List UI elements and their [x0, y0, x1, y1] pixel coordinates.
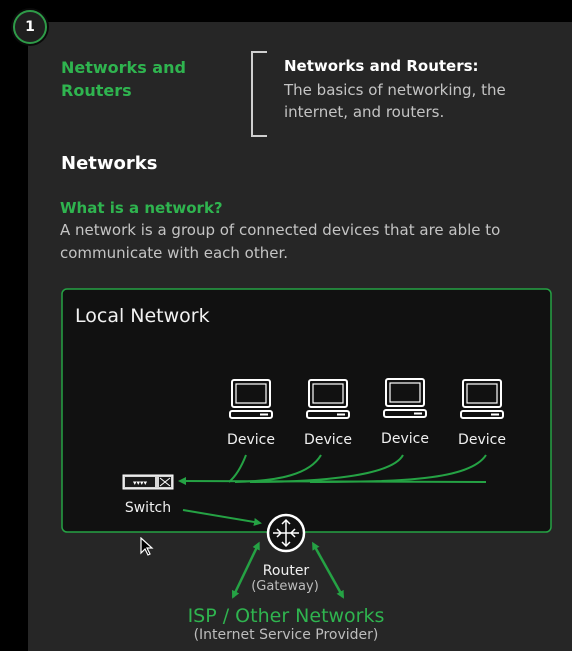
device-label: Device: [227, 432, 275, 448]
mouse-cursor-icon: [140, 537, 154, 556]
isp-label: ISP / Other Networks: [188, 605, 385, 627]
local-network-label: Local Network: [75, 305, 210, 327]
device-4: Device: [458, 379, 506, 448]
question-heading: What is a network?: [60, 199, 223, 217]
isp-link-left: [231, 541, 260, 599]
device-3: Device: [381, 378, 429, 447]
svg-text:▾▾▾▾: ▾▾▾▾: [133, 479, 148, 487]
local-network-box: [61, 288, 552, 533]
device-connections: [178, 454, 487, 486]
device-label: Device: [458, 432, 506, 448]
laptop-icon: [306, 379, 350, 419]
laptop-icon: [229, 379, 273, 419]
intro-bracket: [251, 51, 267, 137]
isp-link-right: [312, 541, 345, 599]
router-icon: [266, 513, 306, 553]
device-label: Device: [381, 431, 429, 447]
answer-text: A network is a group of connected device…: [60, 221, 501, 262]
switch-arrow: [178, 477, 487, 486]
isp-sublabel: (Internet Service Provider): [194, 627, 379, 643]
router-sublabel: (Gateway): [251, 579, 319, 594]
device-1: Device: [227, 379, 275, 448]
intro-heading: Networks and Routers:: [284, 57, 479, 75]
section-title: Networks: [61, 153, 158, 174]
device-label: Device: [304, 432, 352, 448]
switch-icon: ▾▾▾▾: [122, 474, 174, 490]
router-label: Router: [263, 563, 310, 579]
intro-body: The basics of networking, the internet, …: [284, 81, 506, 121]
step-number-badge: 1: [13, 10, 47, 44]
switch-router-arrow: [182, 509, 262, 526]
device-2: Device: [304, 379, 352, 448]
sidebar-title: Networks and Routers: [61, 58, 186, 100]
switch-label: Switch: [125, 500, 171, 516]
laptop-icon: [383, 378, 427, 418]
step-number: 1: [25, 19, 35, 35]
laptop-icon: [460, 379, 504, 419]
